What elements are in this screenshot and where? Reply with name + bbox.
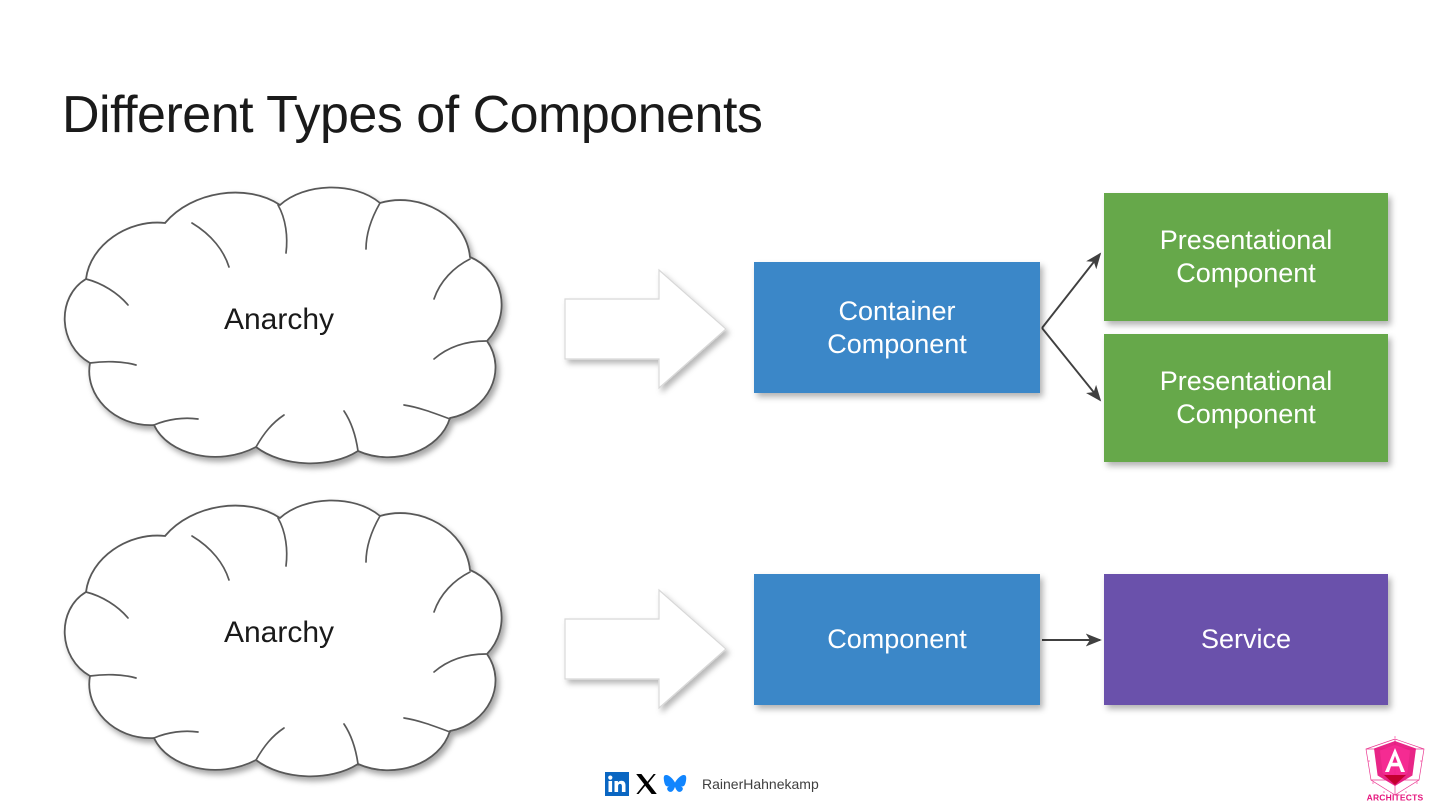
node-presentational-component-2[interactable]: Presentational Component: [1104, 334, 1388, 462]
node-label-line2: Component: [827, 328, 967, 359]
brand-wordmark: ARCHITECTS: [1367, 793, 1424, 803]
cloud-shape-anarchy-2: Anarchy: [42, 488, 512, 778]
node-container-component[interactable]: Container Component: [754, 262, 1040, 393]
page-title: Different Types of Components: [62, 86, 763, 144]
cloud-label: Anarchy: [223, 303, 335, 336]
block-arrow-right-1: [563, 268, 728, 390]
linkedin-icon[interactable]: [604, 771, 630, 797]
bluesky-butterfly-icon[interactable]: [662, 771, 688, 797]
node-label-line1: Container: [838, 295, 956, 326]
node-label-line1: Presentational: [1159, 225, 1333, 255]
node-presentational-component-1[interactable]: Presentational Component: [1104, 193, 1388, 321]
connector-container-to-presentational-2: [1041, 327, 1102, 402]
block-arrow-icon: [564, 268, 727, 390]
node-component[interactable]: Component: [754, 574, 1040, 705]
node-label: Component: [827, 624, 967, 654]
connector-container-to-presentational-1: [1041, 252, 1102, 329]
footer-social-bar: RainerHahnekamp: [604, 771, 819, 797]
angular-architects-logo: ARCHITECTS: [1365, 736, 1425, 803]
cloud-outline-icon: [63, 499, 503, 778]
cloud-label: Anarchy: [223, 616, 335, 649]
node-label-line2: Component: [1176, 399, 1316, 429]
block-arrow-right-2: [563, 588, 728, 710]
x-twitter-icon[interactable]: [633, 771, 659, 797]
node-label-line2: Component: [1176, 258, 1316, 288]
cloud-outline-icon: [63, 186, 503, 465]
cloud-shape-anarchy-1: Anarchy: [42, 175, 512, 465]
node-label-line1: Presentational: [1159, 366, 1333, 396]
node-label: Service: [1200, 624, 1292, 654]
block-arrow-icon: [564, 588, 727, 710]
node-service[interactable]: Service: [1104, 574, 1388, 705]
footer-handle: RainerHahnekamp: [702, 776, 819, 792]
